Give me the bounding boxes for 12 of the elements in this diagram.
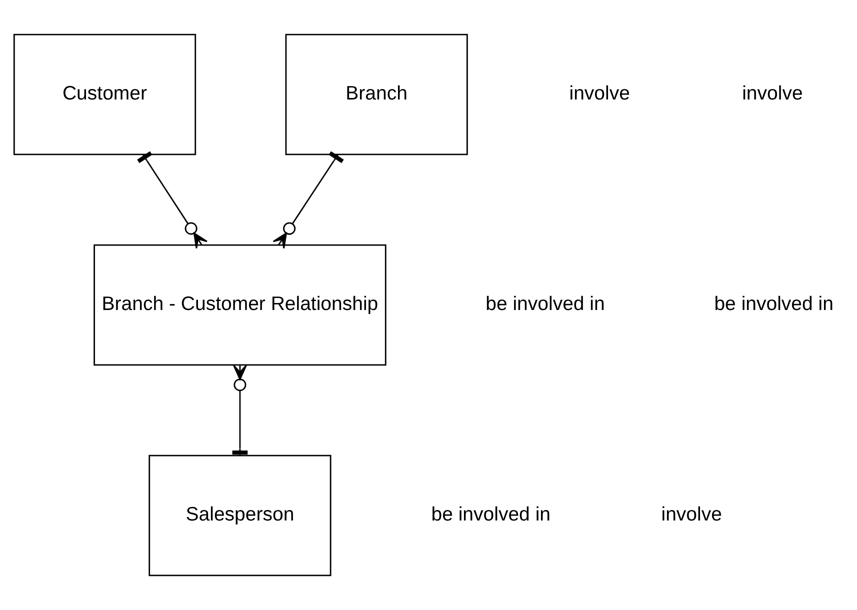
label: involve [569, 82, 630, 105]
label: be involved in [486, 293, 605, 316]
node-box: Salesperson [148, 454, 332, 576]
node-box: Branch [285, 34, 468, 156]
node-box: Customer [13, 34, 196, 156]
label: involve [742, 82, 803, 105]
connector [137, 151, 208, 249]
node-box: Branch - Customer Relationship [94, 244, 386, 366]
label: be involved in [714, 293, 834, 316]
label: involve [661, 504, 722, 526]
label: be involved in [431, 504, 551, 526]
connector [272, 151, 344, 249]
